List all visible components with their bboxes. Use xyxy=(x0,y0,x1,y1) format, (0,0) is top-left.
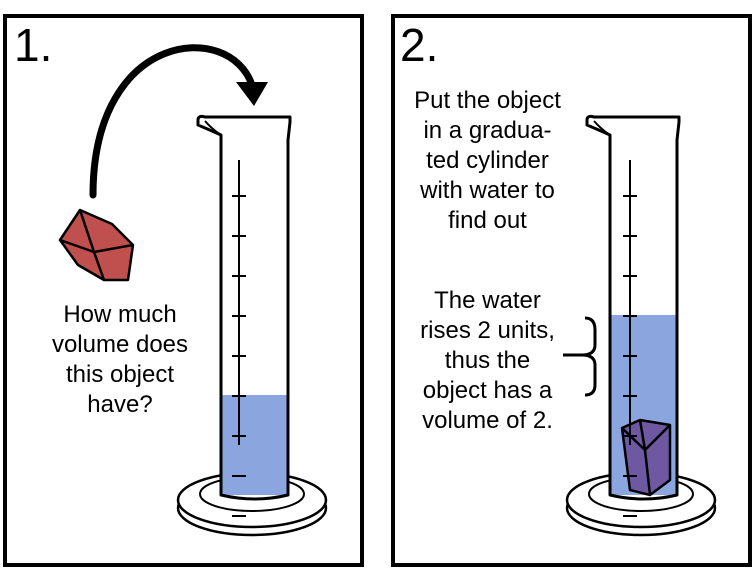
instruction-caption: Put the object in a gradua-ted cylinder wi… xyxy=(395,86,580,236)
question-caption: How much volume does this object have? xyxy=(20,300,220,420)
question-line: this object xyxy=(65,361,175,388)
rise-bracket xyxy=(581,316,597,397)
result-line: thus the xyxy=(444,347,531,374)
result-line: object has a xyxy=(422,377,553,404)
result-caption: The water rises 2 units, thus the object ha… xyxy=(395,286,580,436)
instruction-line: in a gradua- xyxy=(423,117,552,144)
result-line: rises 2 units, xyxy=(420,317,555,344)
drop-arrow xyxy=(89,44,256,199)
graduated-cylinder-2 xyxy=(565,114,717,537)
cylinder-ticks-2 xyxy=(623,160,637,517)
result-line: The water xyxy=(434,287,541,314)
cylinder-ticks-1 xyxy=(232,160,246,517)
graduated-cylinder-1 xyxy=(176,114,328,537)
instruction-line: ted cylinder xyxy=(426,147,549,174)
object-cube-dry xyxy=(58,208,135,282)
panel-2 xyxy=(391,14,752,567)
question-line: How much xyxy=(63,301,177,328)
panel-1-number: 1. xyxy=(14,19,53,71)
water-column-1 xyxy=(221,395,288,495)
arrow-head xyxy=(236,82,268,106)
result-line: volume of 2. xyxy=(422,407,553,434)
panel-2-number: 2. xyxy=(400,19,439,71)
question-line: volume does xyxy=(51,331,189,358)
panel-1 xyxy=(3,14,364,567)
instruction-line: find out xyxy=(448,207,527,234)
cylinder-tube xyxy=(196,114,292,501)
question-line: have? xyxy=(87,391,153,418)
instruction-line: with water to xyxy=(420,177,555,204)
instruction-line: Put the object xyxy=(414,87,561,114)
